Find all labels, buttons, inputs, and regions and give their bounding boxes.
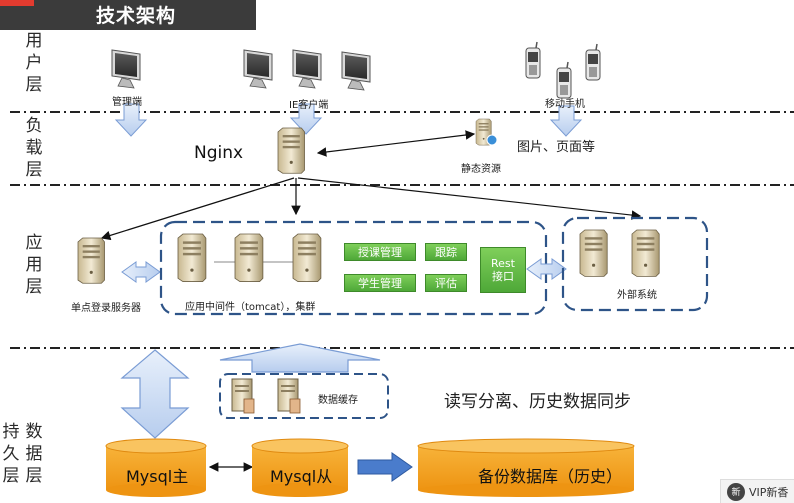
tomcat-server-icon-3 [292,233,322,282]
backup-db-cylinder [417,438,635,497]
external-system-box [561,216,709,312]
admin-monitor-icon [111,49,141,89]
vip-badge-icon: 新 [727,482,745,501]
static-note-label: 图片、页面等 [517,140,596,155]
ie-monitor-icon-1 [243,49,273,89]
nginx-to-external-arrow [297,177,642,220]
tomcat-server-icon-1 [177,233,207,282]
mobile-phone-icon-3 [585,43,601,81]
backup-db-label: 备份数据库（历史） [478,467,623,486]
static-resources-label: 静态资源 [461,164,501,175]
down-arrow-ie [289,103,323,135]
nginx-server-icon [277,127,305,174]
ie-client-label: IE客户端 [289,100,329,111]
rw-separation-note: 读写分离、历史数据同步 [444,392,631,412]
module-course-management: 授课管理 [344,243,416,261]
app-cluster-box [159,220,548,316]
sso-server-icon [77,237,105,284]
nginx-to-sso-arrow [100,177,295,241]
data-cache-box [219,373,389,419]
nginx-static-connector [316,130,476,157]
sso-server-label: 单点登录服务器 [71,303,141,314]
rest-interface-line2: 接口 [492,270,514,283]
data-cache-label: 数据缓存 [318,395,358,406]
header-bar [0,0,256,30]
mysql-master-label: Mysql主 [126,467,189,486]
cache-server-icon-1 [231,378,255,414]
layer-label-user: 用户层 [25,31,43,95]
mysql-slave-label: Mysql从 [270,467,333,486]
globe-icon [486,134,498,146]
cache-up-arrow [219,343,381,373]
cache-server-icon-2 [277,378,301,414]
tomcat-server-icon-2 [234,233,264,282]
nginx-label: Nginx [194,143,244,163]
app-mysql-double-arrow [120,349,190,439]
page-title: 技术架构 [96,5,177,27]
rest-interface-block: Rest 接口 [480,247,526,293]
layer-label-load: 负载层 [25,116,43,180]
rest-interface-line1: Rest [491,257,515,270]
rest-external-double-arrow [526,258,567,280]
sso-cluster-double-arrow [121,261,161,283]
admin-client-label: 管理端 [112,97,142,108]
vip-watermark: 新 VIP新香 [720,479,794,503]
layer-label-app: 应用层 [25,233,43,297]
mysql-master-cylinder [105,438,207,497]
ie-monitor-icon-2 [292,49,322,89]
ie-monitor-icon-3 [341,51,371,91]
external-server-icon-2 [631,229,660,277]
mobile-label: 移动手机 [545,99,585,110]
mobile-phone-icon-1 [525,41,541,79]
module-evaluation: 评估 [425,274,467,292]
external-system-label: 外部系统 [617,290,657,301]
layer-label-data: 数据层 [25,422,43,486]
mobile-phone-icon-2 [556,61,572,99]
external-server-icon-1 [579,229,608,277]
mysql-slave-cylinder [251,438,349,497]
down-arrow-admin [114,103,148,137]
module-tracking: 跟踪 [425,243,467,261]
module-student-management: 学生管理 [344,274,416,292]
layer-label-persistence: 持久层 [2,422,20,486]
down-arrow-mobile [549,105,583,137]
slave-backup-arrow [357,452,413,482]
cluster-label: 应用中间件（tomcat），集群 [185,302,316,313]
vip-watermark-text: VIP新香 [749,485,789,499]
header-accent [0,0,34,6]
